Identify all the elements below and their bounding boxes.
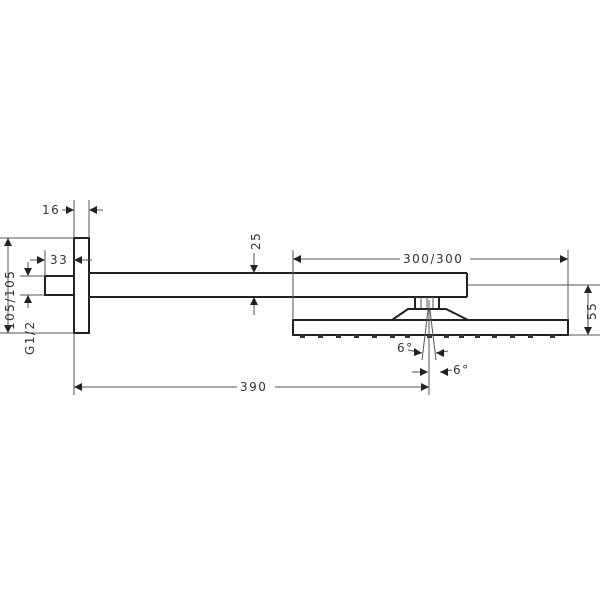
dim-head-size: 300/300 [403, 252, 463, 266]
dim-thread: G1/2 [23, 320, 37, 355]
dim-tilt-right: 6° [453, 363, 470, 377]
dim-head-height: 55 [585, 302, 599, 320]
connection-stub [44, 275, 75, 296]
dim-flange-height: 105/105 [3, 270, 17, 330]
dim-connection-offset: 33 [50, 253, 68, 267]
dim-arm-height: 25 [249, 232, 263, 250]
head-dome [391, 308, 469, 321]
dim-arm-length: 390 [240, 380, 267, 394]
dim-tilt-left: 6° [397, 341, 414, 355]
wall-flange [73, 237, 90, 334]
dim-flange-thickness: 16 [42, 203, 60, 217]
nozzle-row [300, 335, 555, 338]
shower-head-plate [292, 319, 569, 336]
